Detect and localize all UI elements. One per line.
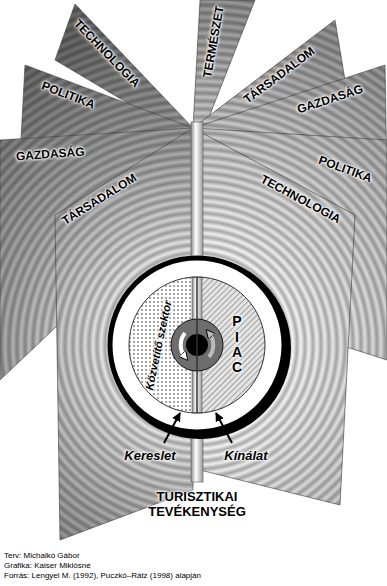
cycle-arrow [181, 333, 185, 357]
credit-note: Forrás: Lengyel M. (1992), Puczkó–Rátz (… [4, 571, 201, 580]
market-ring [110, 258, 284, 432]
credit-note: Grafika: Kaiser Miklósné [4, 561, 91, 570]
credit-note: Terv: Michalkó Gábor [4, 551, 80, 560]
node-text: Közvetítő szektor [143, 299, 174, 391]
node-text: PIAC [232, 314, 243, 376]
market-half: PIAC [197, 277, 265, 413]
cycle-arrow [209, 333, 213, 357]
intermediary-sector: Közvetítő szektor [129, 277, 197, 413]
flow-label: Kereslet [124, 449, 175, 464]
market-shadow [109, 257, 291, 439]
half-circle-outline [197, 277, 265, 413]
half-circle-border [129, 277, 197, 413]
activity-label: TURISZTIKAI TEVÉKENYSÉG [132, 490, 262, 520]
demand-arrow [164, 413, 180, 443]
flow-label: Kínálat [224, 449, 267, 464]
supply-arrow [216, 413, 232, 443]
half-circle-border [197, 277, 265, 413]
